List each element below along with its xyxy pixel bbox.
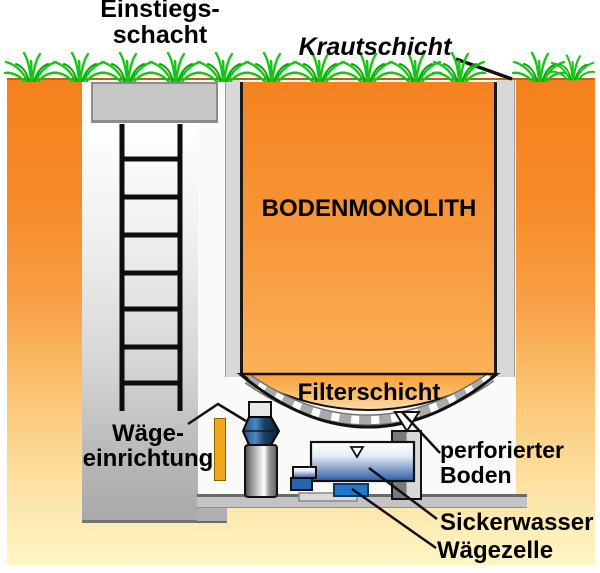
- label-soil-monolith: BODENMONOLITH: [261, 195, 477, 222]
- shaft-collar: [91, 82, 218, 123]
- label-perforated-line2: Boden: [440, 462, 512, 488]
- label-load-cell: Wägezelle: [437, 537, 554, 564]
- label-perforated-line1: perforierter: [440, 437, 564, 463]
- label-weighing-line2: einrichtung: [82, 445, 214, 472]
- floor-slab: [197, 494, 527, 508]
- vessel-wall-left: [225, 80, 240, 377]
- label-entry-shaft: Einstiegs-schacht: [72, 0, 248, 48]
- label-entry-shaft-line1: Einstiegs-: [100, 0, 220, 23]
- label-herb-layer: Krautschicht: [298, 33, 452, 61]
- right-margin: [595, 0, 600, 573]
- label-weighing-line1: Wäge-: [112, 420, 184, 447]
- leader-krautschicht: [455, 57, 513, 81]
- label-filter-layer: Filterschicht: [297, 379, 441, 406]
- label-weighing-device: Wäge-einrichtung: [78, 421, 218, 471]
- label-seepage-water: Sickerwasser: [440, 509, 594, 536]
- vessel-wall-right: [497, 80, 515, 377]
- soil-monolith-column: [240, 82, 497, 374]
- floor-step: [197, 508, 227, 523]
- label-entry-shaft-line2: schacht: [112, 21, 208, 49]
